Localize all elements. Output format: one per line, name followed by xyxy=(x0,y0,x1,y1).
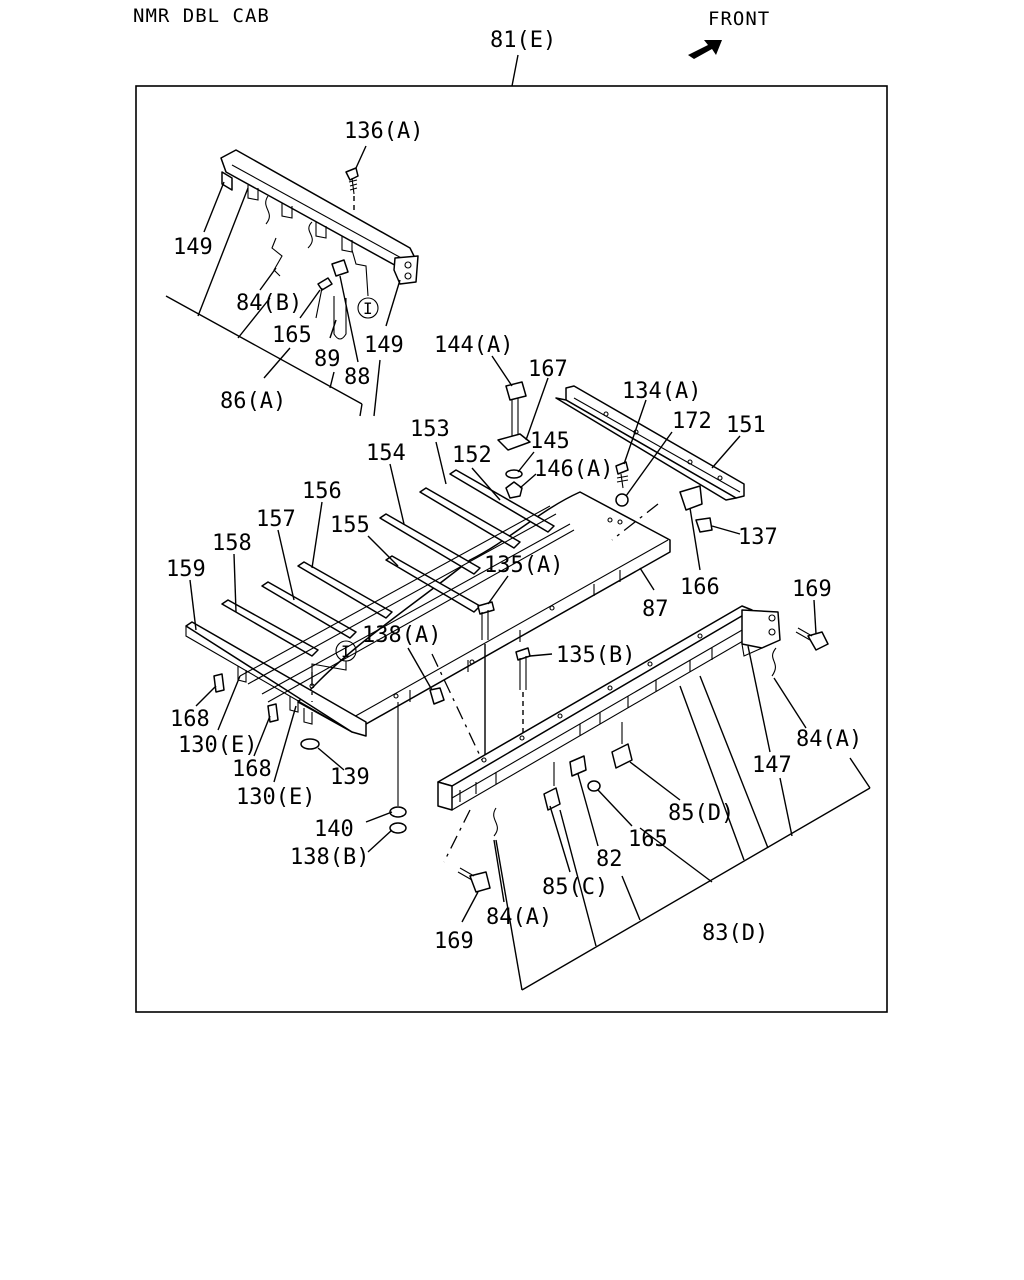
callout-84a-right: 84(A) xyxy=(796,727,862,752)
callout-130e-lower: 130(E) xyxy=(236,785,315,810)
callout-138a: 138(A) xyxy=(362,623,441,648)
center-mount-parts xyxy=(497,381,531,499)
callout-85c: 85(C) xyxy=(542,875,608,900)
svg-text:I: I xyxy=(363,299,373,318)
callout-165-lower: 165 xyxy=(628,827,668,852)
svg-text:I: I xyxy=(341,642,351,661)
callout-89: 89 xyxy=(314,347,341,372)
hook-84a-right xyxy=(771,647,777,677)
callout-139: 139 xyxy=(330,765,370,790)
side-rail-147 xyxy=(437,605,781,811)
callout-169-left: 169 xyxy=(434,929,474,954)
clips-lower xyxy=(543,722,633,811)
callout-140: 140 xyxy=(314,817,354,842)
callout-labels: 136(A) 149 84(B) 165 89 88 149 86(A) 144… xyxy=(166,119,862,954)
callout-145: 145 xyxy=(530,429,570,454)
callout-84a-left: 84(A) xyxy=(486,905,552,930)
callout-86a: 86(A) xyxy=(220,389,286,414)
callout-158: 158 xyxy=(212,531,252,556)
callout-167: 167 xyxy=(528,357,568,382)
callout-153: 153 xyxy=(410,417,450,442)
callout-159: 159 xyxy=(166,557,206,582)
bolt-169-left xyxy=(457,867,491,893)
callout-152: 152 xyxy=(452,443,492,468)
callout-144a: 144(A) xyxy=(434,333,513,358)
connector-marker-a: I xyxy=(357,297,379,319)
callout-155: 155 xyxy=(330,513,370,538)
callout-134a: 134(A) xyxy=(622,379,701,404)
callout-137: 137 xyxy=(738,525,778,550)
callout-138b: 138(B) xyxy=(290,845,369,870)
cross-members xyxy=(185,469,575,737)
leader-lines xyxy=(165,145,871,991)
callout-88: 88 xyxy=(344,365,371,390)
callout-151: 151 xyxy=(726,413,766,438)
front-label: FRONT xyxy=(708,8,770,30)
callout-149-left: 149 xyxy=(173,235,213,260)
callout-154: 154 xyxy=(366,441,406,466)
callout-85d: 85(D) xyxy=(668,801,734,826)
callout-83d: 83(D) xyxy=(702,921,768,946)
model-label: NMR DBL CAB xyxy=(133,5,270,27)
assembly-ref-leader xyxy=(511,54,519,87)
callout-135a: 135(A) xyxy=(484,553,563,578)
hook-84a-left xyxy=(493,807,498,837)
cross-rail-151 xyxy=(555,385,745,533)
callout-82: 82 xyxy=(596,847,623,872)
callout-130e-upper: 130(E) xyxy=(178,733,257,758)
callout-146a: 146(A) xyxy=(534,457,613,482)
callout-135b: 135(B) xyxy=(556,643,635,668)
callout-147: 147 xyxy=(752,753,792,778)
routing-lines xyxy=(311,503,659,863)
callout-166: 166 xyxy=(680,575,720,600)
callout-156: 156 xyxy=(302,479,342,504)
callout-168-upper: 168 xyxy=(170,707,210,732)
rear-rail-assembly xyxy=(220,149,419,340)
small-parts-left xyxy=(213,673,445,834)
bolt-169-right xyxy=(795,627,829,651)
front-arrow-icon xyxy=(688,40,722,59)
callout-84b: 84(B) xyxy=(236,291,302,316)
callout-87: 87 xyxy=(642,597,669,622)
callout-149-right: 149 xyxy=(364,333,404,358)
callout-172: 172 xyxy=(672,409,712,434)
diagram-frame xyxy=(135,85,888,1013)
callout-168-lower: 168 xyxy=(232,757,272,782)
assembly-ref-label: 81(E) xyxy=(490,28,556,53)
callout-165-upper: 165 xyxy=(272,323,312,348)
callout-157: 157 xyxy=(256,507,296,532)
callout-169-right: 169 xyxy=(792,577,832,602)
callout-136a: 136(A) xyxy=(344,119,423,144)
